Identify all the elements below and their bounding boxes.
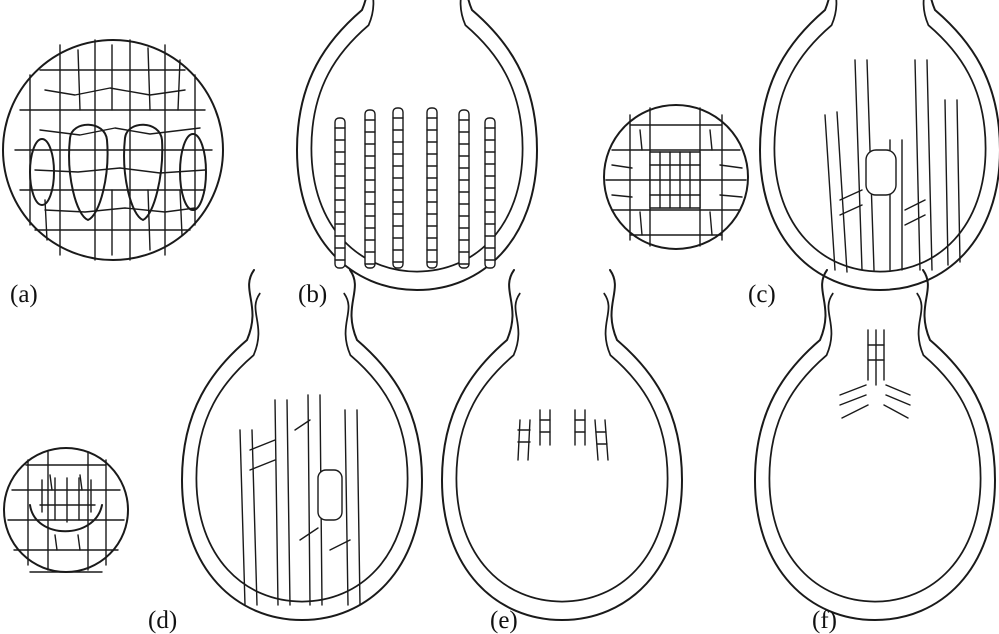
ascoma-wall-inner-f bbox=[769, 294, 980, 602]
cell-network-d bbox=[8, 452, 124, 572]
paraphysis bbox=[393, 108, 403, 268]
label-d: (d) bbox=[148, 607, 177, 634]
figure-f: (f) bbox=[755, 270, 995, 634]
label-c: (c) bbox=[748, 281, 776, 308]
ascoma-wall-outer-e bbox=[442, 270, 682, 620]
locules-a bbox=[30, 125, 206, 220]
ascoma-wall-outer-c bbox=[760, 0, 999, 290]
paraphysis bbox=[459, 110, 469, 268]
ascoma-wall-inner-c bbox=[774, 0, 985, 272]
ascoma-wall-inner-d bbox=[196, 294, 407, 602]
figure-d: (d) bbox=[4, 270, 422, 634]
paraphyses-b bbox=[335, 108, 495, 268]
hymenium-d bbox=[42, 478, 91, 522]
label-f: (f) bbox=[812, 607, 837, 634]
stroma-outline-d bbox=[4, 448, 128, 572]
ascoma-wall-inner-e bbox=[456, 294, 667, 602]
label-e: (e) bbox=[490, 607, 518, 634]
paraphysis bbox=[365, 110, 375, 268]
figure-e: (e) bbox=[442, 270, 682, 634]
ascoma-wall-outer-b bbox=[297, 0, 537, 290]
paraphysis bbox=[427, 108, 437, 268]
label-a: (a) bbox=[10, 281, 38, 308]
centrum-c bbox=[650, 152, 700, 208]
filaments-d bbox=[240, 395, 360, 605]
figure-c: (c) bbox=[604, 0, 999, 308]
ascoma-wall-outer-f bbox=[755, 270, 995, 620]
ascoma-wall-outer-d bbox=[182, 270, 422, 620]
figure-b: (b) bbox=[297, 0, 537, 308]
hyphae-c bbox=[825, 60, 960, 272]
figure-a: (a) bbox=[3, 40, 223, 308]
periphyses-f bbox=[840, 330, 910, 418]
periphyses-e bbox=[518, 410, 608, 460]
label-b: (b) bbox=[298, 281, 327, 308]
